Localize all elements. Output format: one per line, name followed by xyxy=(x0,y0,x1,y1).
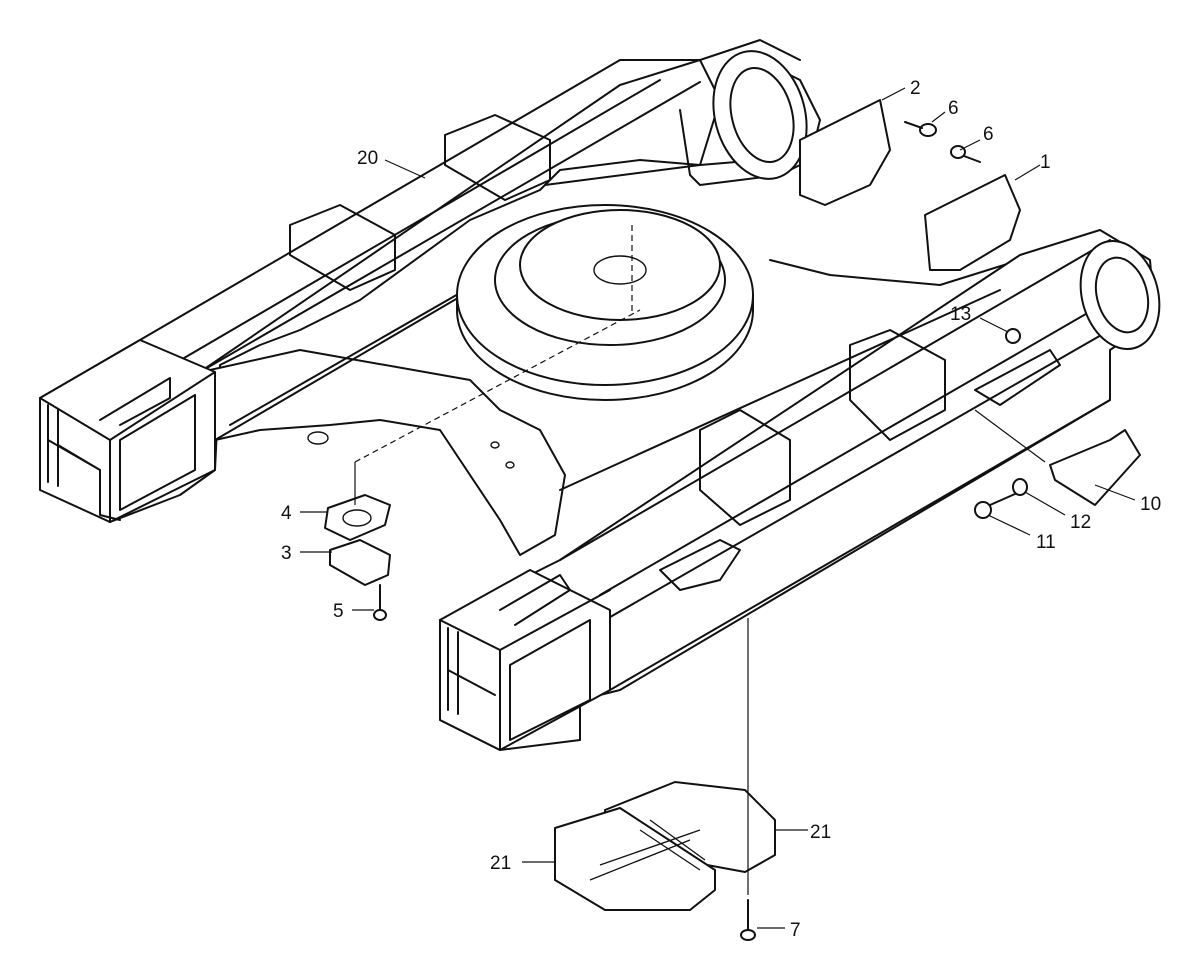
washer-12 xyxy=(1012,478,1028,496)
callout-5: 5 xyxy=(333,601,344,622)
cover-plate-2 xyxy=(799,99,891,206)
callout-4: 4 xyxy=(281,503,292,524)
callout-6-a: 6 xyxy=(948,98,959,119)
callout-21-right: 21 xyxy=(810,822,831,843)
bolt-11 xyxy=(974,493,1016,519)
cover-plate-21-left xyxy=(554,807,716,911)
callout-2: 2 xyxy=(910,78,921,99)
callout-10: 10 xyxy=(1140,494,1161,515)
track-frame xyxy=(39,39,1161,751)
callout-11: 11 xyxy=(1036,532,1056,553)
bolt-7 xyxy=(740,899,756,941)
callout-numbers: 1 2 6 6 13 20 10 12 11 4 3 5 21 21 7 xyxy=(281,78,1161,941)
callout-13: 13 xyxy=(950,304,971,325)
bolt-6-b xyxy=(950,145,981,163)
bolt-5 xyxy=(373,584,387,621)
plate-3 xyxy=(329,539,391,586)
callout-1: 1 xyxy=(1040,152,1051,173)
callout-3: 3 xyxy=(281,543,292,564)
bolt-6-a xyxy=(904,121,937,137)
cover-plate-1 xyxy=(924,174,1021,271)
callout-20: 20 xyxy=(357,148,378,169)
leader-lines xyxy=(300,87,1136,929)
callout-21-left: 21 xyxy=(490,853,511,874)
callout-6-b: 6 xyxy=(983,124,994,145)
callout-12: 12 xyxy=(1070,512,1091,533)
nut-13 xyxy=(1005,328,1021,344)
callout-7: 7 xyxy=(790,920,801,941)
track-guide-10 xyxy=(1049,429,1141,506)
